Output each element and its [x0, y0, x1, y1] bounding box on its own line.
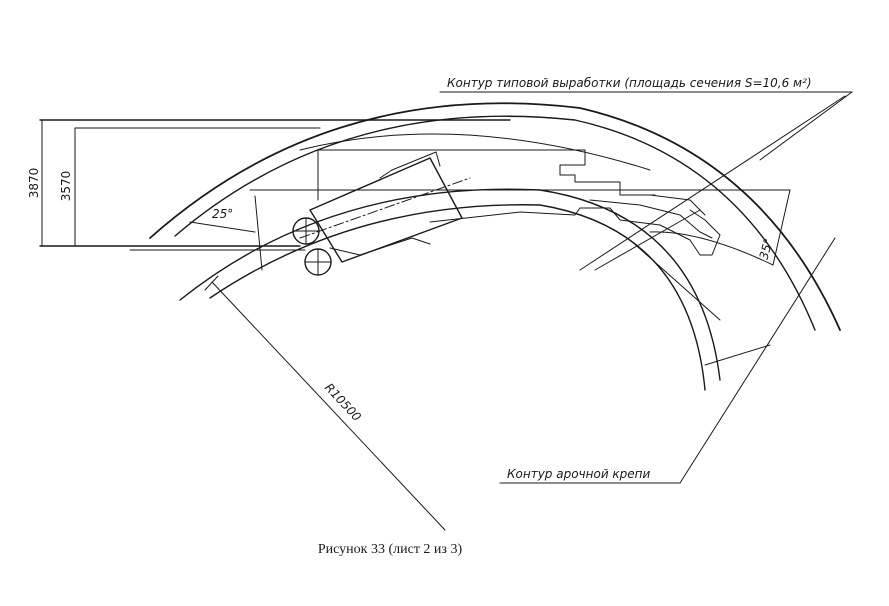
outer-arc-contour	[149, 102, 841, 331]
machine-axis	[299, 177, 471, 239]
arch-support-label: Контур арочной крепи	[507, 467, 651, 481]
leader-arrow-top-1	[759, 91, 853, 161]
radial-line-3	[704, 344, 771, 366]
radial-line-1	[594, 209, 701, 271]
angle-left-line	[254, 195, 263, 271]
figure-caption: Рисунок 33 (лист 2 из 3)	[317, 542, 463, 557]
equipment-outline-right-2	[649, 194, 706, 216]
radius-line	[211, 281, 446, 531]
machine-left	[299, 151, 471, 263]
angle-left-leader	[189, 221, 256, 233]
outer-arc-contour-2	[174, 115, 816, 331]
inner-arc-contour-2	[209, 204, 706, 391]
radial-line-2	[629, 239, 721, 321]
machine-cabin	[379, 151, 441, 179]
angle-right-label: 35°	[757, 237, 776, 261]
equipment-outline-top	[317, 149, 656, 201]
leader-arrow-bottom	[679, 237, 836, 484]
equipment-outline-right	[589, 199, 713, 239]
equipment-outline-bottom	[429, 207, 721, 256]
machine-base	[329, 237, 431, 256]
radius-tick	[204, 275, 219, 291]
radius-label: R10500	[322, 380, 364, 424]
angle-right-arc	[649, 231, 774, 266]
leader-arrow-top-2	[579, 95, 846, 271]
typical-contour-label: Контур типовой выработки (площадь сечени…	[447, 76, 812, 90]
cable-drums	[292, 217, 332, 276]
angle-left-label: 25°	[212, 207, 233, 221]
dim-label-3870: 3870	[27, 168, 41, 199]
inner-top-arc	[299, 133, 651, 171]
inner-arc-contour	[179, 188, 721, 381]
dim-label-3570: 3570	[59, 171, 73, 202]
angle-right-line	[772, 189, 791, 266]
